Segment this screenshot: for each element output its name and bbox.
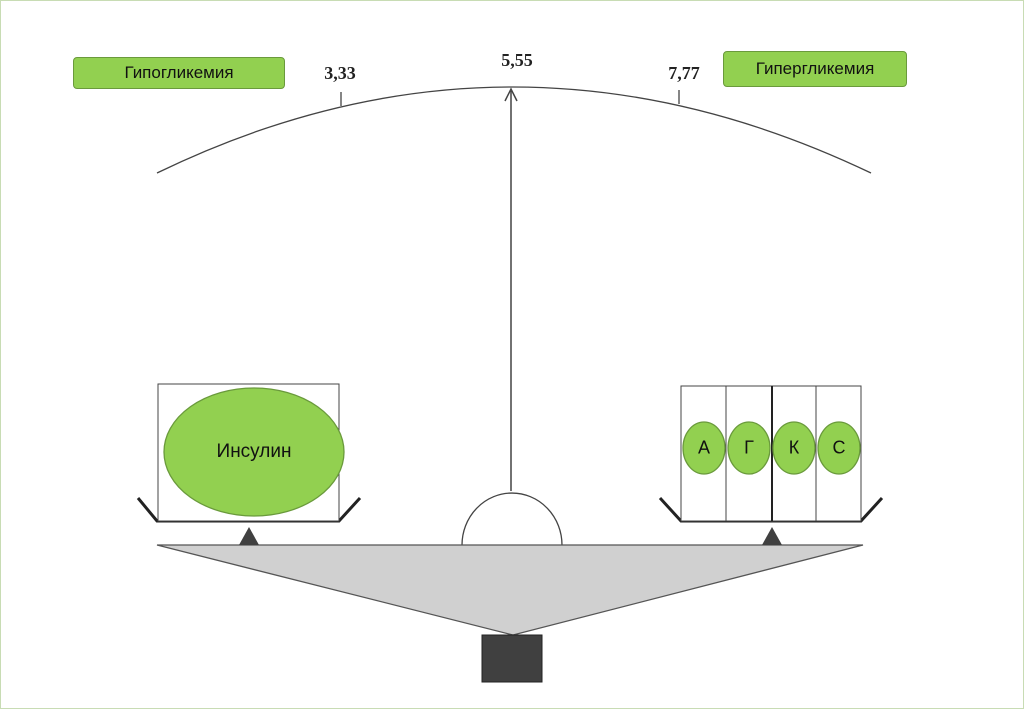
tick-label-right: 7,77 [668,63,700,83]
pivot-semicircle [461,492,563,546]
tick-label-left: 3,33 [324,63,356,83]
balance-beam [156,544,864,636]
hormone-label-k: К [788,437,800,458]
hypoglycemia-label: Гипогликемия [73,57,285,89]
hormone-oval-g [727,421,771,475]
insulin-label: Инсулин [216,441,292,462]
scale-arc [156,86,872,174]
balance-base [481,634,543,683]
hormone-label-s: С [832,437,846,458]
insulin-oval [163,387,345,517]
hormone-oval-s [817,421,861,475]
pointer-arrowhead [504,87,518,102]
hormone-label-a: А [697,437,711,458]
hormone-oval-a [682,421,726,475]
left-pan-support [239,527,259,545]
hormone-oval-k [772,421,816,475]
hormone-label-g: Г [744,437,754,458]
right-pan-support [762,527,782,545]
tick-label-center: 5,55 [501,50,533,70]
hyperglycemia-label: Гипергликемия [723,51,907,87]
